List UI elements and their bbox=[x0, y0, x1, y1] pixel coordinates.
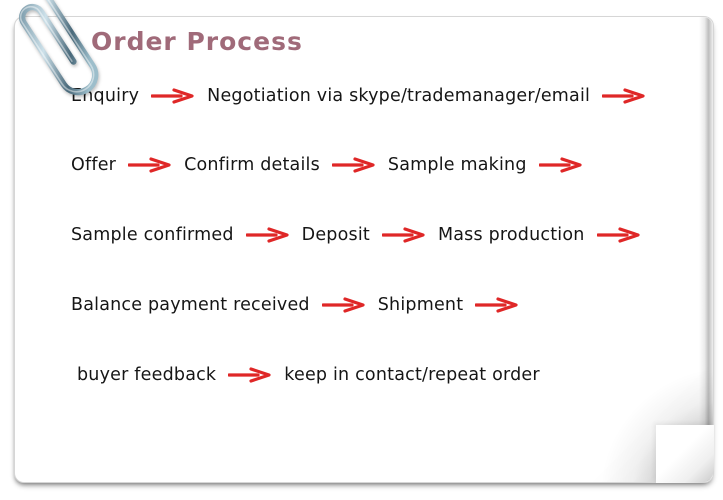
flow-step: Shipment bbox=[377, 295, 464, 315]
flow-row: Balance payment received Shipment bbox=[71, 295, 531, 315]
right-arrow-icon bbox=[228, 367, 271, 383]
right-arrow-icon bbox=[245, 227, 289, 243]
flow-step: Negotiation via skype/trademanager/email bbox=[207, 86, 591, 106]
right-arrow-icon bbox=[381, 227, 425, 243]
right-arrow-icon bbox=[475, 297, 518, 313]
flow-step: Deposit bbox=[301, 225, 370, 245]
flow-step: Mass production bbox=[437, 225, 585, 245]
right-arrow-icon bbox=[321, 297, 365, 313]
right-arrow-icon bbox=[596, 227, 640, 243]
right-arrow-icon bbox=[128, 157, 171, 173]
flow-step: buyer feedback bbox=[77, 365, 217, 385]
flow-row: Sample confirmed Deposit Mass production bbox=[71, 225, 653, 245]
flow-step: keep in contact/repeat order bbox=[284, 365, 540, 385]
flow-row: Enquiry Negotiation via skype/trademanag… bbox=[71, 86, 658, 106]
right-arrow-icon bbox=[331, 157, 375, 173]
flow-row: Offer Confirm details Sample making bbox=[71, 155, 595, 175]
page-title: Order Process bbox=[91, 27, 303, 56]
flow-step: Sample confirmed bbox=[71, 225, 234, 245]
flow-step: Sample making bbox=[387, 155, 527, 175]
flow-row: buyer feedback keep in contact/repeat or… bbox=[77, 365, 540, 385]
order-process-flow: Enquiry Negotiation via skype/trademanag… bbox=[15, 17, 713, 482]
paper-sheet: Order Process Enquiry Negotiation via sk… bbox=[14, 16, 714, 483]
flow-step: Confirm details bbox=[184, 155, 320, 175]
right-arrow-icon bbox=[602, 88, 645, 104]
flow-step: Balance payment received bbox=[71, 295, 310, 315]
flow-step: Offer bbox=[71, 155, 117, 175]
flow-step: Enquiry bbox=[71, 86, 140, 106]
right-arrow-icon bbox=[538, 157, 582, 173]
right-arrow-icon bbox=[151, 88, 194, 104]
